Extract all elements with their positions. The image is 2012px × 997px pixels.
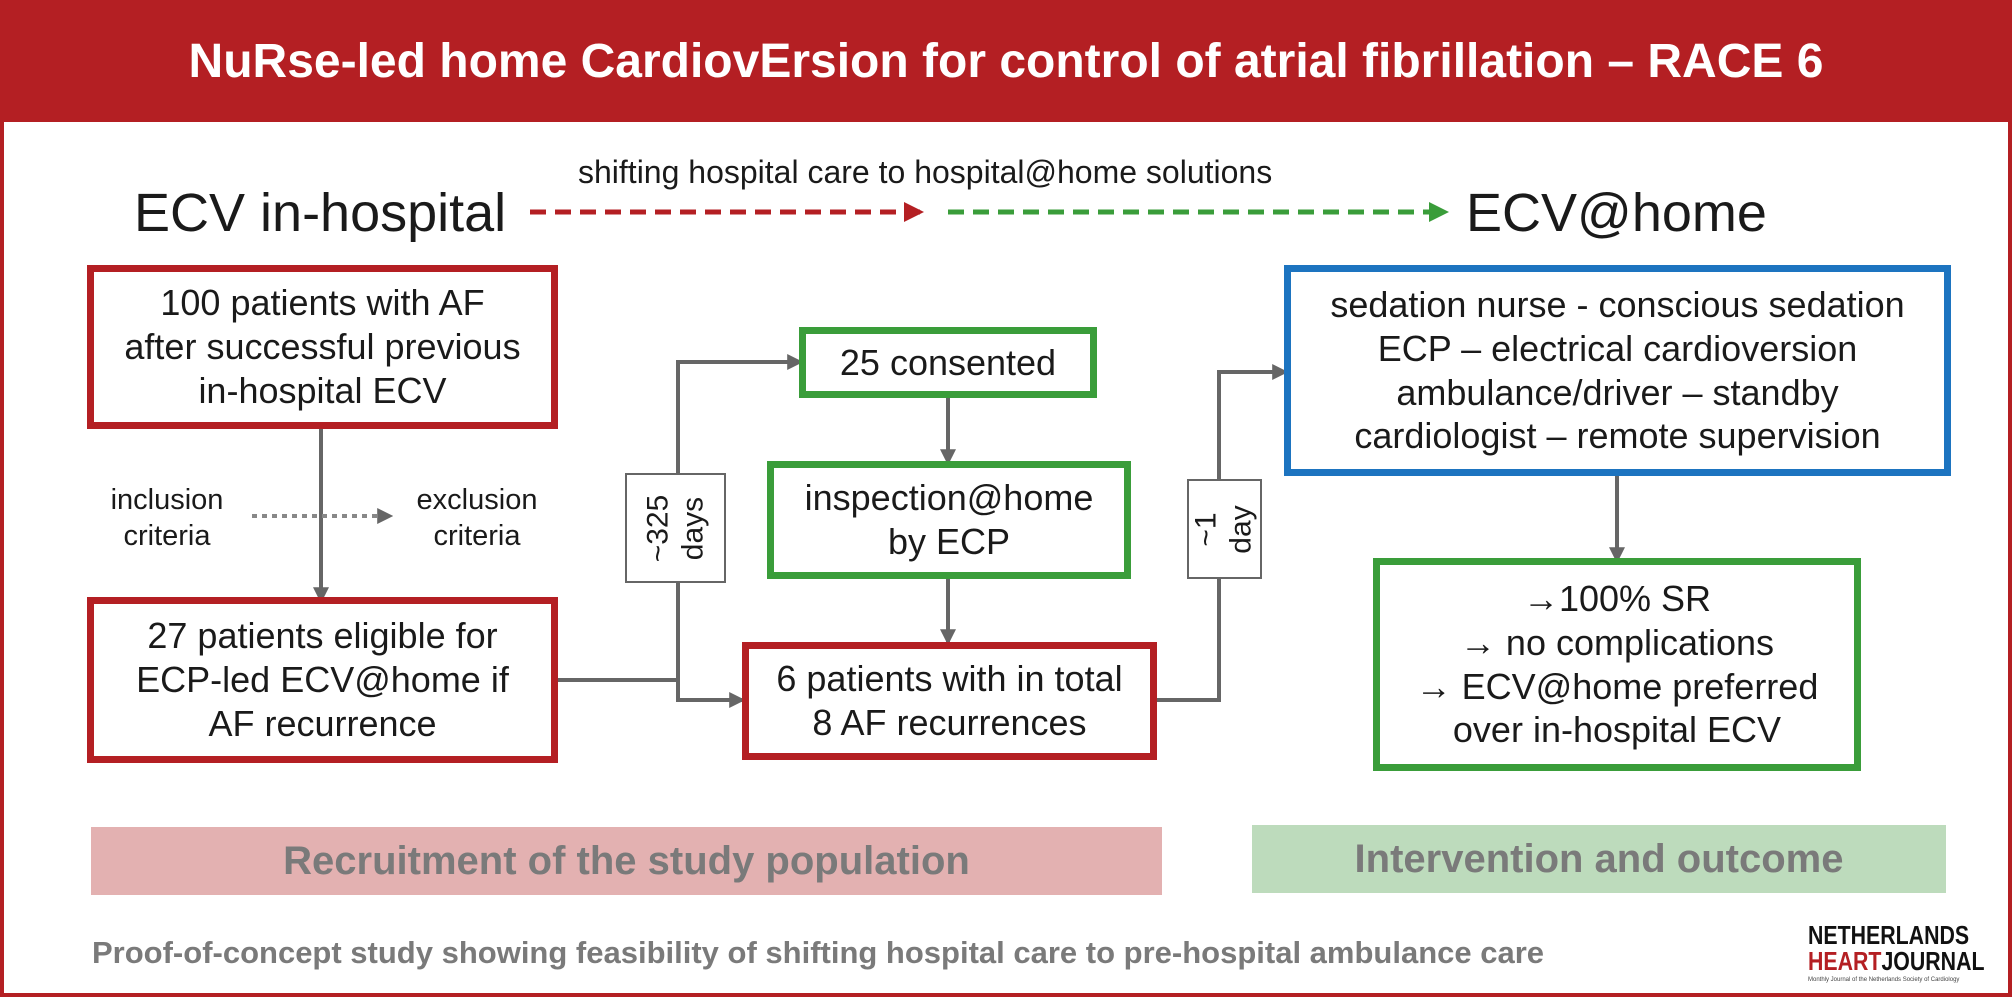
inclusion-criteria-label: inclusion criteria	[110, 484, 224, 553]
ecv-at-home-label: ECV@home	[1466, 183, 1767, 243]
logo-line-2: HEARTJOURNAL	[1808, 946, 1985, 976]
box-100-patients: 100 patients with AF after successful pr…	[87, 265, 558, 429]
logo-tagline: Monthly Journal of the Netherlands Socie…	[1808, 977, 1960, 983]
days-1-label: ~1 day	[1187, 479, 1262, 579]
logo-line-1: NETHERLANDS	[1808, 920, 1970, 950]
box-6-patients-recurrences: 6 patients with in total 8 AF recurrence…	[742, 642, 1157, 760]
box-27-patients: 27 patients eligible for ECP-led ECV@hom…	[87, 597, 558, 763]
box-care-team: sedation nurse - conscious sedation ECP …	[1284, 265, 1951, 476]
title-banner: NuRse-led home CardiovErsion for control…	[0, 0, 2012, 122]
exclusion-criteria-label: exclusion criteria	[416, 484, 538, 553]
figure-title: NuRse-led home CardiovErsion for control…	[188, 34, 1824, 88]
intervention-section-strip: Intervention and outcome	[1252, 825, 1946, 893]
journal-logo: NETHERLANDS HEARTJOURNAL Monthly Journal…	[1808, 922, 1998, 983]
ecv-in-hospital-label: ECV in-hospital	[134, 183, 507, 243]
box-outcome: →100% SR → no complications → ECV@home p…	[1373, 558, 1861, 771]
shift-caption: shifting hospital care to hospital@home …	[578, 154, 1273, 190]
recruitment-section-strip: Recruitment of the study population	[91, 827, 1162, 895]
box-25-consented: 25 consented	[799, 327, 1097, 398]
days-325-label: ~325 days	[625, 473, 726, 583]
box-inspection-at-home: inspection@home by ECP	[767, 461, 1131, 579]
arrow-to-recurrences	[676, 680, 746, 708]
footer-caption: Proof-of-concept study showing feasibili…	[92, 935, 1545, 970]
arrow-to-consented	[676, 354, 804, 700]
